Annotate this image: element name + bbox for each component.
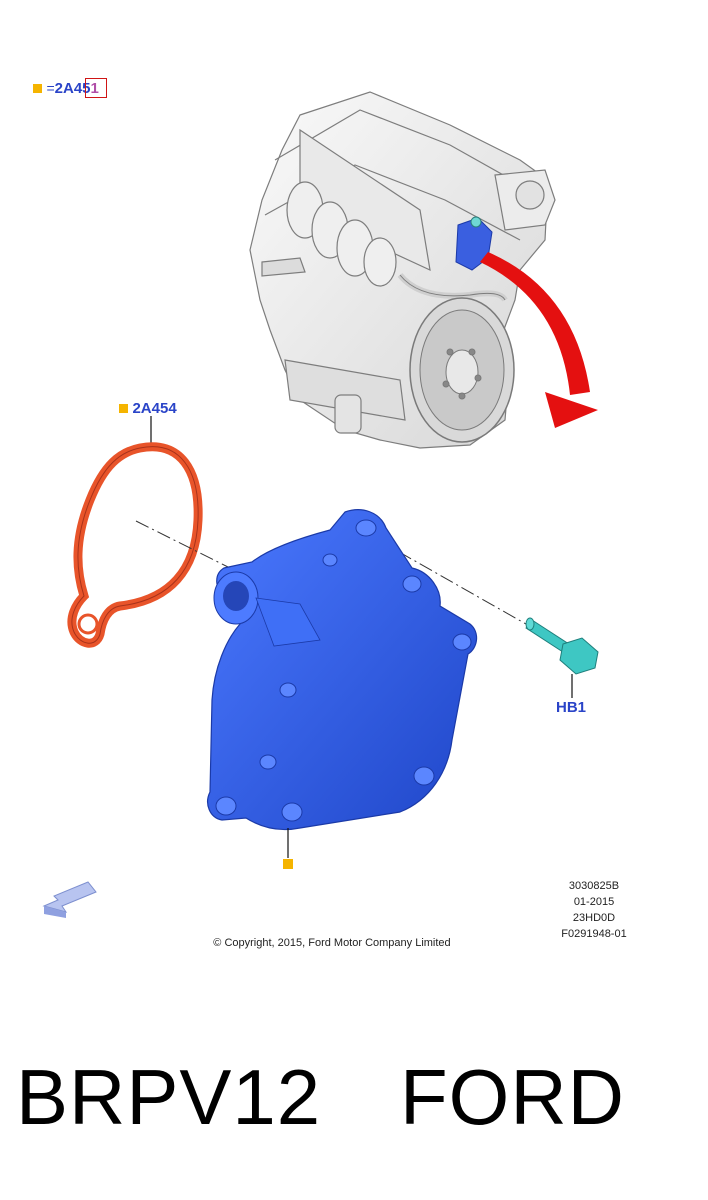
pump-location-inlet: [470, 216, 482, 228]
red-curved-arrow-icon: [480, 252, 598, 428]
reference-line-4: F0291948-01: [561, 928, 627, 940]
reference-line-3: 23HD0D: [572, 912, 616, 924]
reference-line-1: 3030825B: [568, 880, 620, 892]
legend-equals: =: [46, 80, 55, 96]
exploded-diagram: [42, 91, 599, 918]
footer-brand: FORD: [400, 1053, 625, 1141]
vacuum-pump: [207, 509, 478, 831]
view-direction-arrow-icon: [42, 881, 97, 918]
gasket: [67, 442, 203, 648]
pump-marker-square: [283, 859, 293, 869]
gasket-part-code: 2A454: [132, 400, 177, 417]
legend: =2A451: [33, 78, 107, 98]
bolt-part-code: HB1: [556, 699, 587, 716]
assembly-centerline-left: [135, 520, 229, 568]
gasket-marker-square: [119, 404, 128, 413]
assembly-centerline-right: [377, 539, 541, 633]
flywheel: [409, 297, 515, 443]
legend-marker-square: [33, 84, 42, 93]
legend-code: 2A451: [55, 78, 107, 98]
legend-highlight-box: 1: [84, 78, 107, 98]
footer-part-number: BRPV12: [16, 1053, 322, 1141]
reference-line-2: 01-2015: [573, 896, 615, 908]
bolt: [525, 617, 599, 675]
copyright-text: © Copyright, 2015, Ford Motor Company Li…: [213, 937, 451, 949]
reference-block: 3030825B 01-2015 23HD0D F0291948-01: [548, 878, 640, 942]
gasket-callout: 2A454: [119, 400, 177, 418]
